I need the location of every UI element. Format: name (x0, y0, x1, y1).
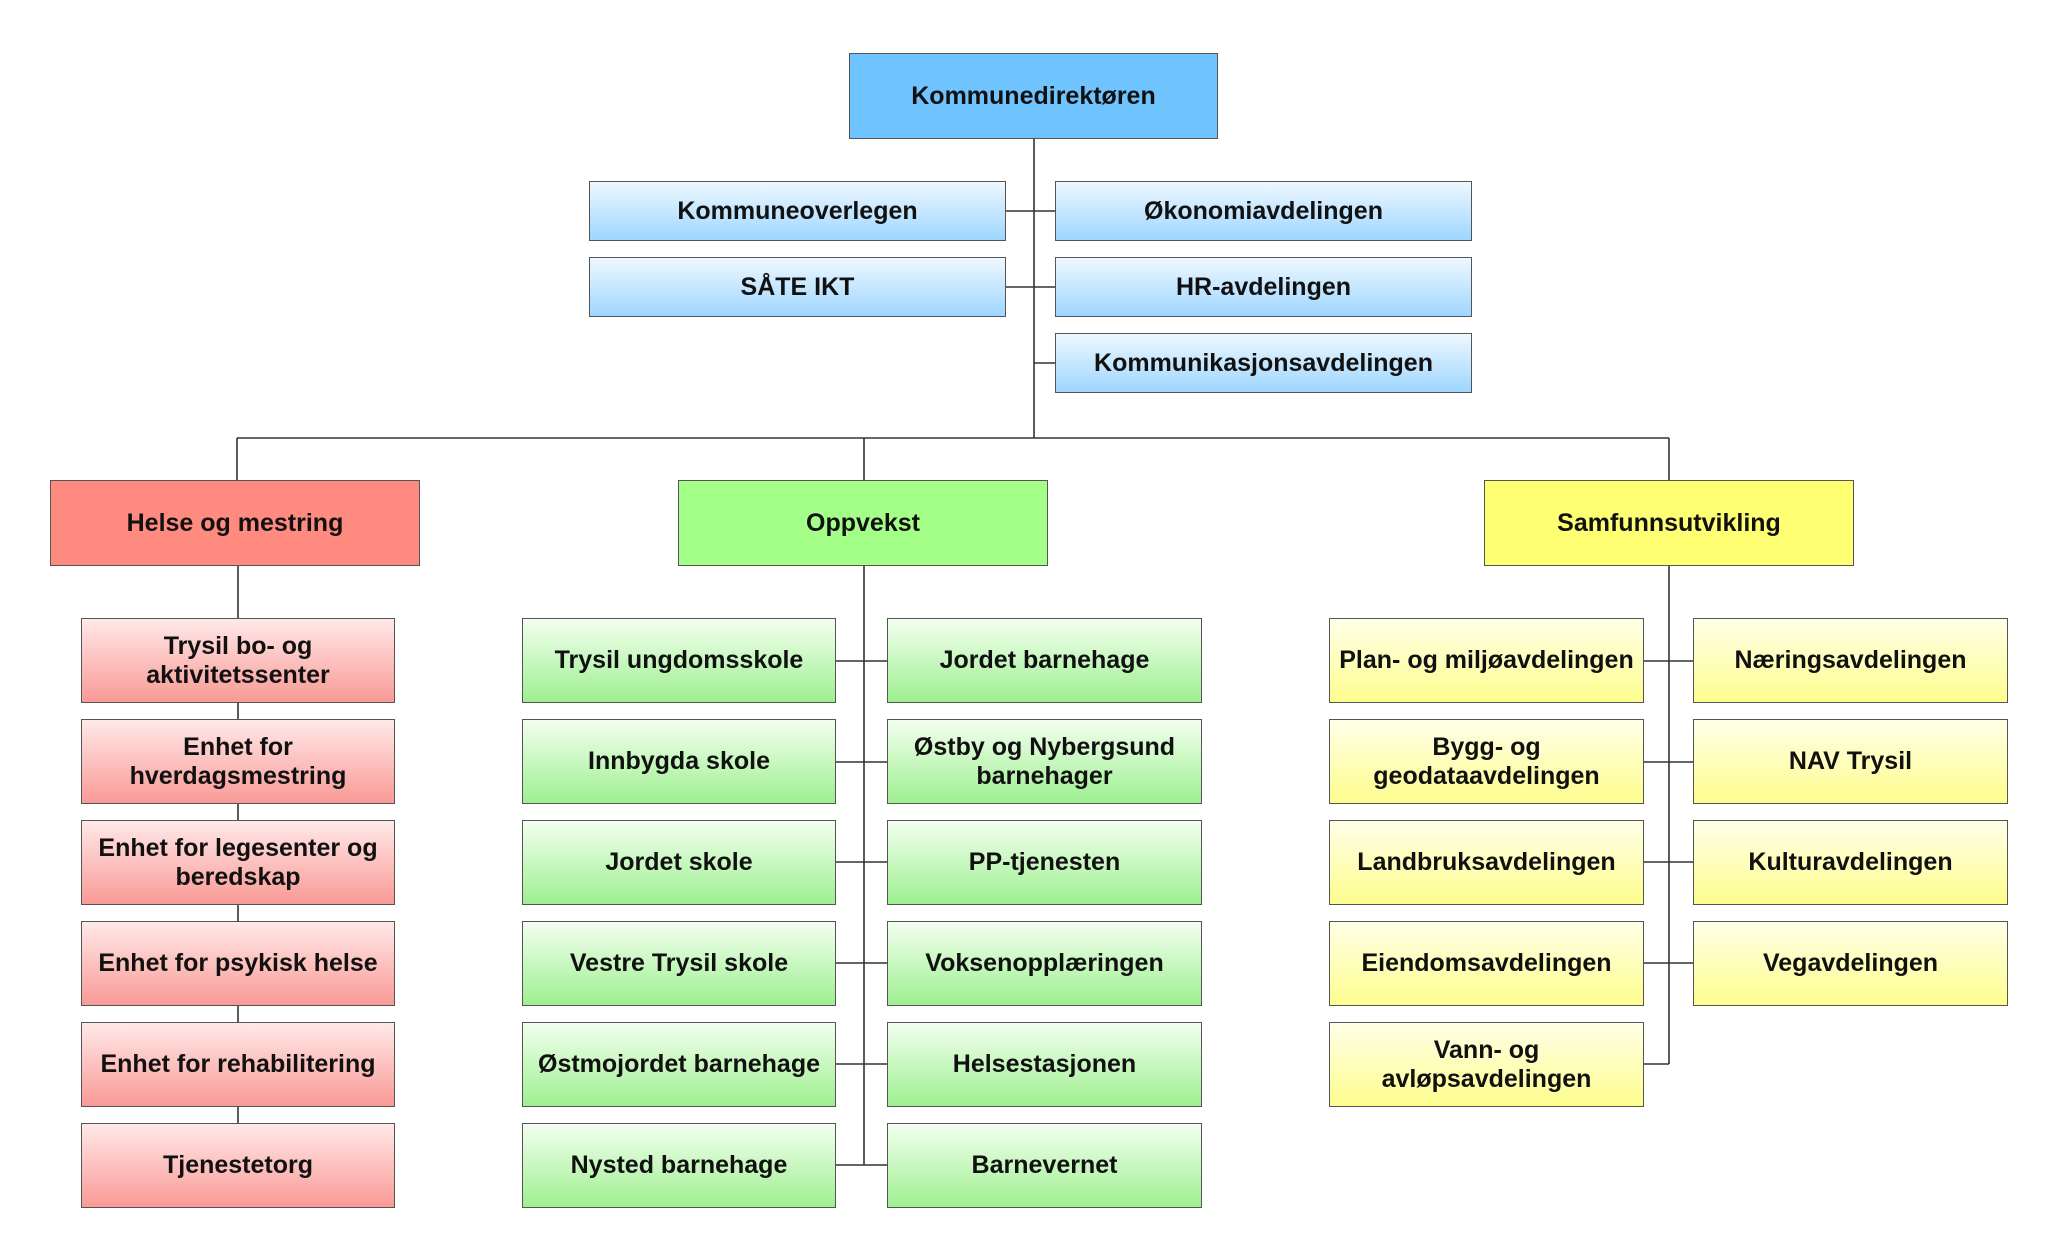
box-samfunnsutvikling: Samfunnsutvikling (1484, 480, 1854, 566)
unit-trysil-bo-og-aktivitetssenter: Trysil bo- og aktivitetssenter (81, 618, 395, 703)
box-kommuneoverlegen: Kommuneoverlegen (589, 181, 1006, 241)
box-sate-ikt: SÅTE IKT (589, 257, 1006, 317)
unit-plan-og-miljoavdelingen: Plan- og miljøavdelingen (1329, 618, 1644, 703)
box-hr-avdelingen: HR-avdelingen (1055, 257, 1472, 317)
unit-vestre-trysil-skole: Vestre Trysil skole (522, 921, 836, 1006)
unit-kulturavdelingen: Kulturavdelingen (1693, 820, 2008, 905)
box-kommunikasjonsavdelingen: Kommunikasjonsavdelingen (1055, 333, 1472, 393)
unit-innbygda-skole: Innbygda skole (522, 719, 836, 804)
unit-jordet-skole: Jordet skole (522, 820, 836, 905)
unit-jordet-barnehage: Jordet barnehage (887, 618, 1202, 703)
unit-vann-og-avlopsavdelingen: Vann- og avløpsavdelingen (1329, 1022, 1644, 1107)
unit-nav-trysil: NAV Trysil (1693, 719, 2008, 804)
unit-enhet-for-rehabilitering: Enhet for rehabilitering (81, 1022, 395, 1107)
unit-naeringsavdelingen: Næringsavdelingen (1693, 618, 2008, 703)
unit-tjenestetorg: Tjenestetorg (81, 1123, 395, 1208)
unit-enhet-for-legesenter-og-beredskap: Enhet for legesenter og beredskap (81, 820, 395, 905)
unit-enhet-for-psykisk-helse: Enhet for psykisk helse (81, 921, 395, 1006)
unit-trysil-ungdomsskole: Trysil ungdomsskole (522, 618, 836, 703)
unit-vegavdelingen: Vegavdelingen (1693, 921, 2008, 1006)
box-okonomiavdelingen: Økonomiavdelingen (1055, 181, 1472, 241)
unit-nysted-barnehage: Nysted barnehage (522, 1123, 836, 1208)
unit-ostby-og-nybergsund-barnehager: Østby og Nybergsund barnehager (887, 719, 1202, 804)
unit-helsestasjonen: Helsestasjonen (887, 1022, 1202, 1107)
unit-bygg-og-geodataavdelingen: Bygg- og geodataavdelingen (1329, 719, 1644, 804)
unit-eiendomsavdelingen: Eiendomsavdelingen (1329, 921, 1644, 1006)
unit-enhet-for-hverdagsmestring: Enhet for hverdagsmestring (81, 719, 395, 804)
box-helse-og-mestring: Helse og mestring (50, 480, 420, 566)
unit-voksenopplaeringen: Voksenopplæringen (887, 921, 1202, 1006)
unit-pp-tjenesten: PP-tjenesten (887, 820, 1202, 905)
unit-landbruksavdelingen: Landbruksavdelingen (1329, 820, 1644, 905)
box-kommunedirektoren: Kommunedirektøren (849, 53, 1218, 139)
unit-barnevernet: Barnevernet (887, 1123, 1202, 1208)
box-oppvekst: Oppvekst (678, 480, 1048, 566)
unit-ostmojordet-barnehage: Østmojordet barnehage (522, 1022, 836, 1107)
